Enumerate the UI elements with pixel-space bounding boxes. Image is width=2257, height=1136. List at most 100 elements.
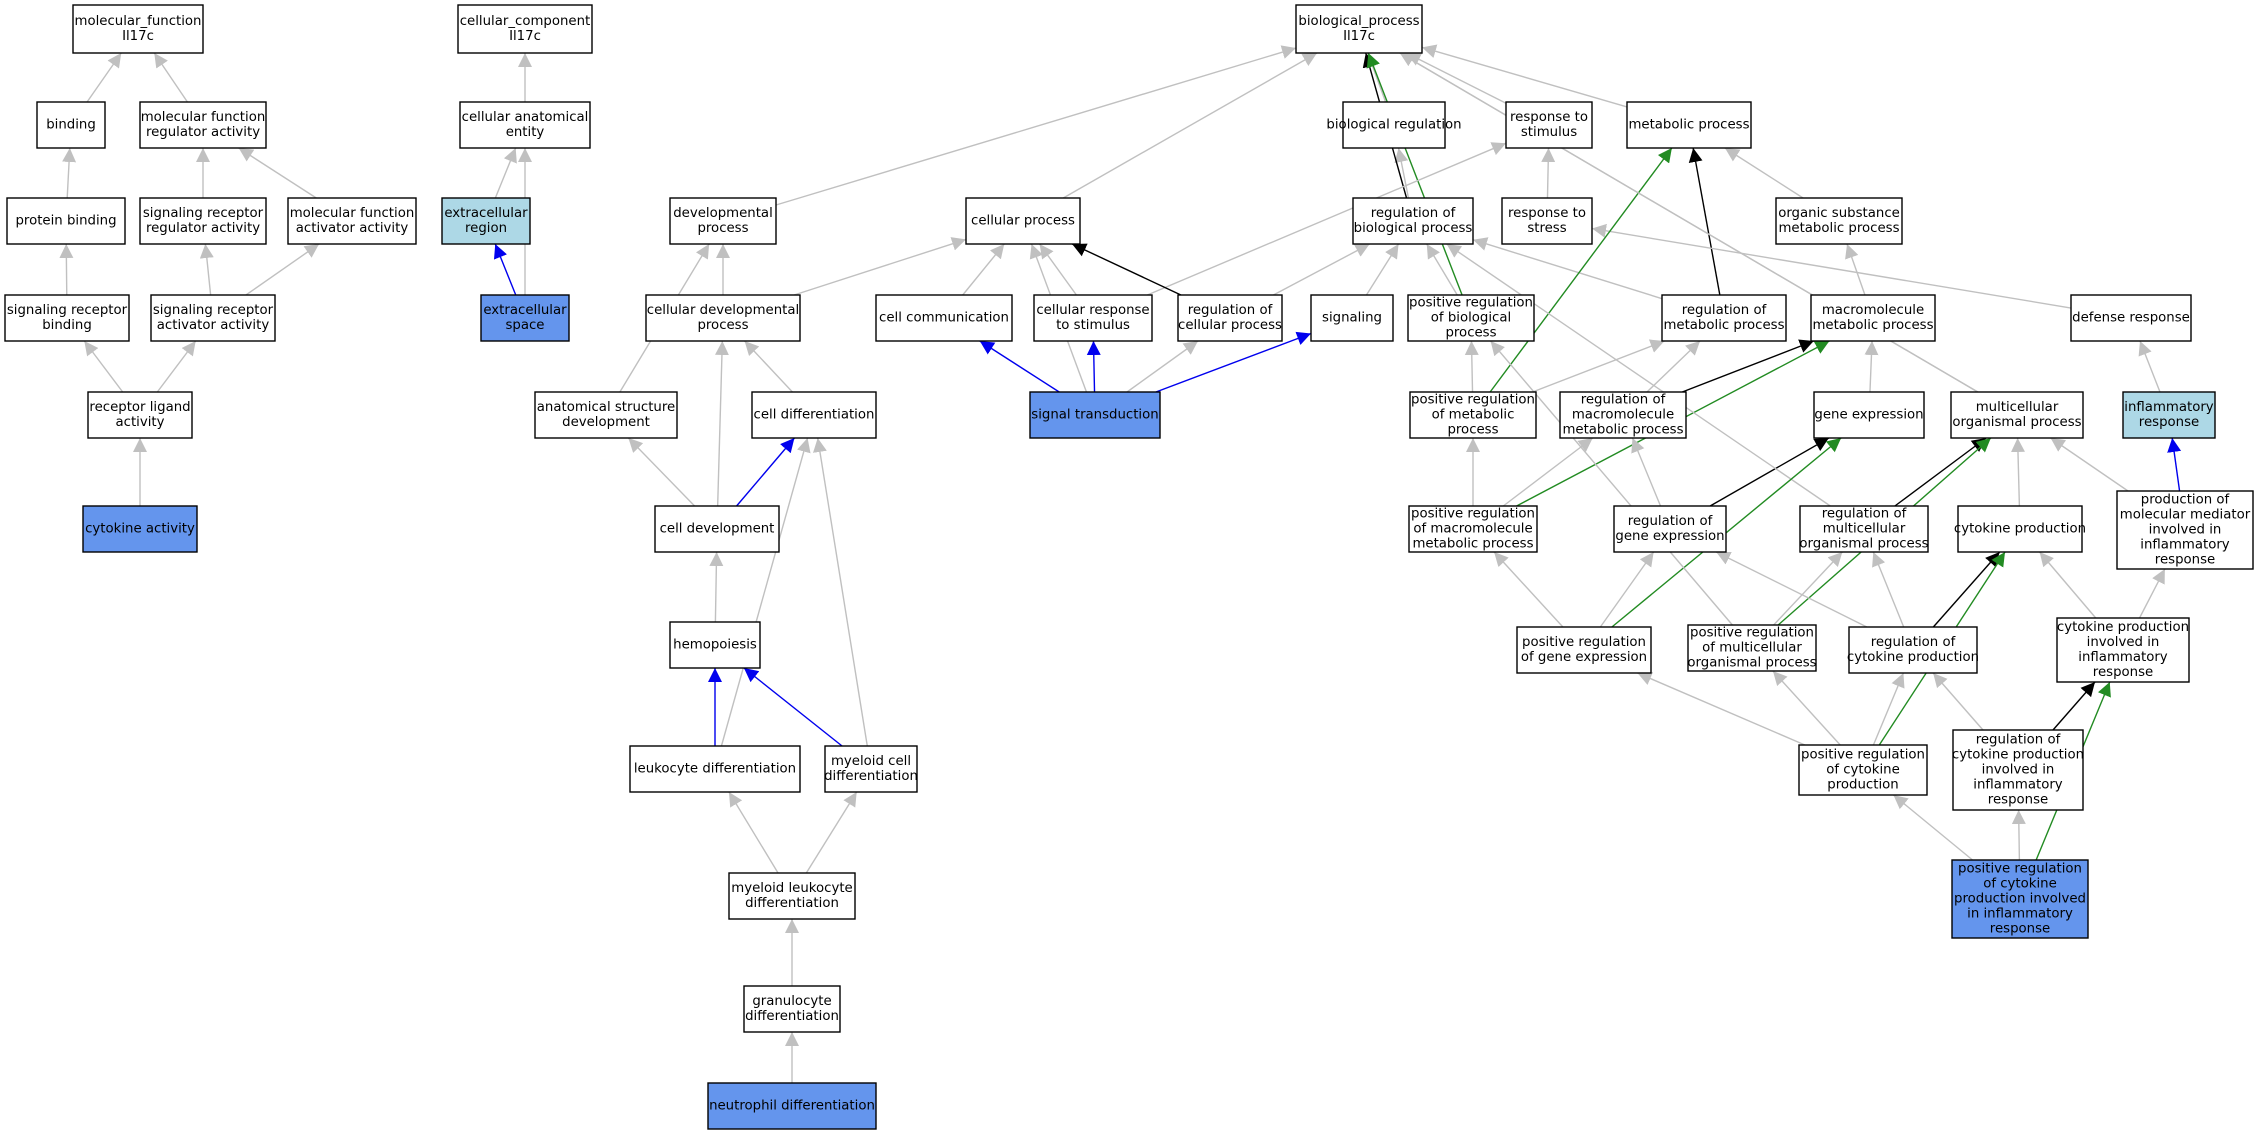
node-label-line: production involved bbox=[1954, 892, 2086, 907]
edge-resp_stress-to-resp_stim bbox=[1541, 147, 1556, 199]
node-label-line: cell differentiation bbox=[754, 408, 875, 423]
node-label-line: anatomical structure bbox=[537, 400, 675, 415]
node-box bbox=[629, 745, 801, 793]
node-label-line: biological regulation bbox=[1326, 118, 1461, 133]
node-gene-exp[interactable]: gene expression bbox=[1813, 391, 1925, 439]
node-box bbox=[1613, 505, 1727, 553]
node-hemo[interactable]: hemopoiesis bbox=[669, 621, 761, 669]
node-leuk-diff[interactable]: leukocyte differentiation bbox=[629, 745, 801, 793]
node-label-line: organismal process bbox=[1687, 656, 1816, 671]
node-sig-trans[interactable]: signal transduction bbox=[1029, 391, 1161, 439]
node-label-line: response bbox=[2155, 553, 2215, 568]
edge-myeloid_diff-to-cell_diff bbox=[813, 437, 868, 747]
node-cyto-prod[interactable]: cytokine production bbox=[1954, 505, 2086, 553]
node-box bbox=[1352, 197, 1474, 245]
node-box bbox=[480, 294, 570, 342]
node-label-line: biological_process bbox=[1298, 14, 1419, 29]
node-label-line: inflammatory bbox=[1973, 778, 2063, 793]
node-label-line: cytokine production bbox=[2057, 620, 2189, 635]
node-box bbox=[1952, 729, 2084, 811]
node-label-line: Il17c bbox=[122, 29, 154, 44]
edge-reg_cyto-to-reg_multi bbox=[1872, 551, 1905, 628]
node-label-line: to stimulus bbox=[1056, 318, 1130, 333]
node-box bbox=[1661, 294, 1787, 342]
node-met-proc[interactable]: metabolic process bbox=[1626, 101, 1752, 149]
edge-resp_stim-to-bp bbox=[1406, 52, 1507, 104]
node-box bbox=[751, 391, 877, 439]
edge-cell_dev-to-cell_diff bbox=[736, 437, 795, 507]
node-label-line: receptor ligand bbox=[89, 400, 190, 415]
node-box bbox=[441, 197, 531, 245]
node-binding[interactable]: binding bbox=[36, 101, 106, 149]
node-cell-proc[interactable]: cellular process bbox=[965, 197, 1081, 245]
edge-inflam-to-defense bbox=[2138, 340, 2161, 393]
edge-reg_cyto-to-reg_gene bbox=[1715, 551, 1868, 628]
node-cell-diff[interactable]: cell differentiation bbox=[751, 391, 877, 439]
node-label-line: molecular function bbox=[290, 206, 415, 221]
node-defense[interactable]: defense response bbox=[2070, 294, 2192, 342]
node-box bbox=[1029, 391, 1161, 439]
node-label-line: response to bbox=[1508, 206, 1586, 221]
node-neut-diff[interactable]: neutrophil differentiation bbox=[707, 1082, 877, 1130]
node-protein-binding[interactable]: protein binding bbox=[6, 197, 126, 245]
node-label-line: response bbox=[2139, 415, 2199, 430]
node-box bbox=[1505, 101, 1593, 149]
node-label-line: process bbox=[697, 318, 748, 333]
node-signaling[interactable]: signaling bbox=[1310, 294, 1394, 342]
node-cell-dev[interactable]: cell development bbox=[654, 505, 780, 553]
node-bio-reg[interactable]: biological regulation bbox=[1326, 101, 1462, 149]
node-label-line: multicellular bbox=[1823, 522, 1906, 537]
node-label-line: neutrophil differentiation bbox=[709, 1099, 875, 1114]
node-cytokine-activity[interactable]: cytokine activity bbox=[82, 505, 198, 553]
node-cell-comm[interactable]: cell communication bbox=[875, 294, 1013, 342]
node-box bbox=[1950, 391, 2084, 439]
node-box bbox=[139, 197, 267, 245]
node-label-line: metabolic process bbox=[1812, 318, 1933, 333]
node-label-line: activity bbox=[115, 415, 164, 430]
node-box bbox=[1957, 505, 2083, 553]
node-label-line: inflammatory bbox=[2078, 650, 2168, 665]
